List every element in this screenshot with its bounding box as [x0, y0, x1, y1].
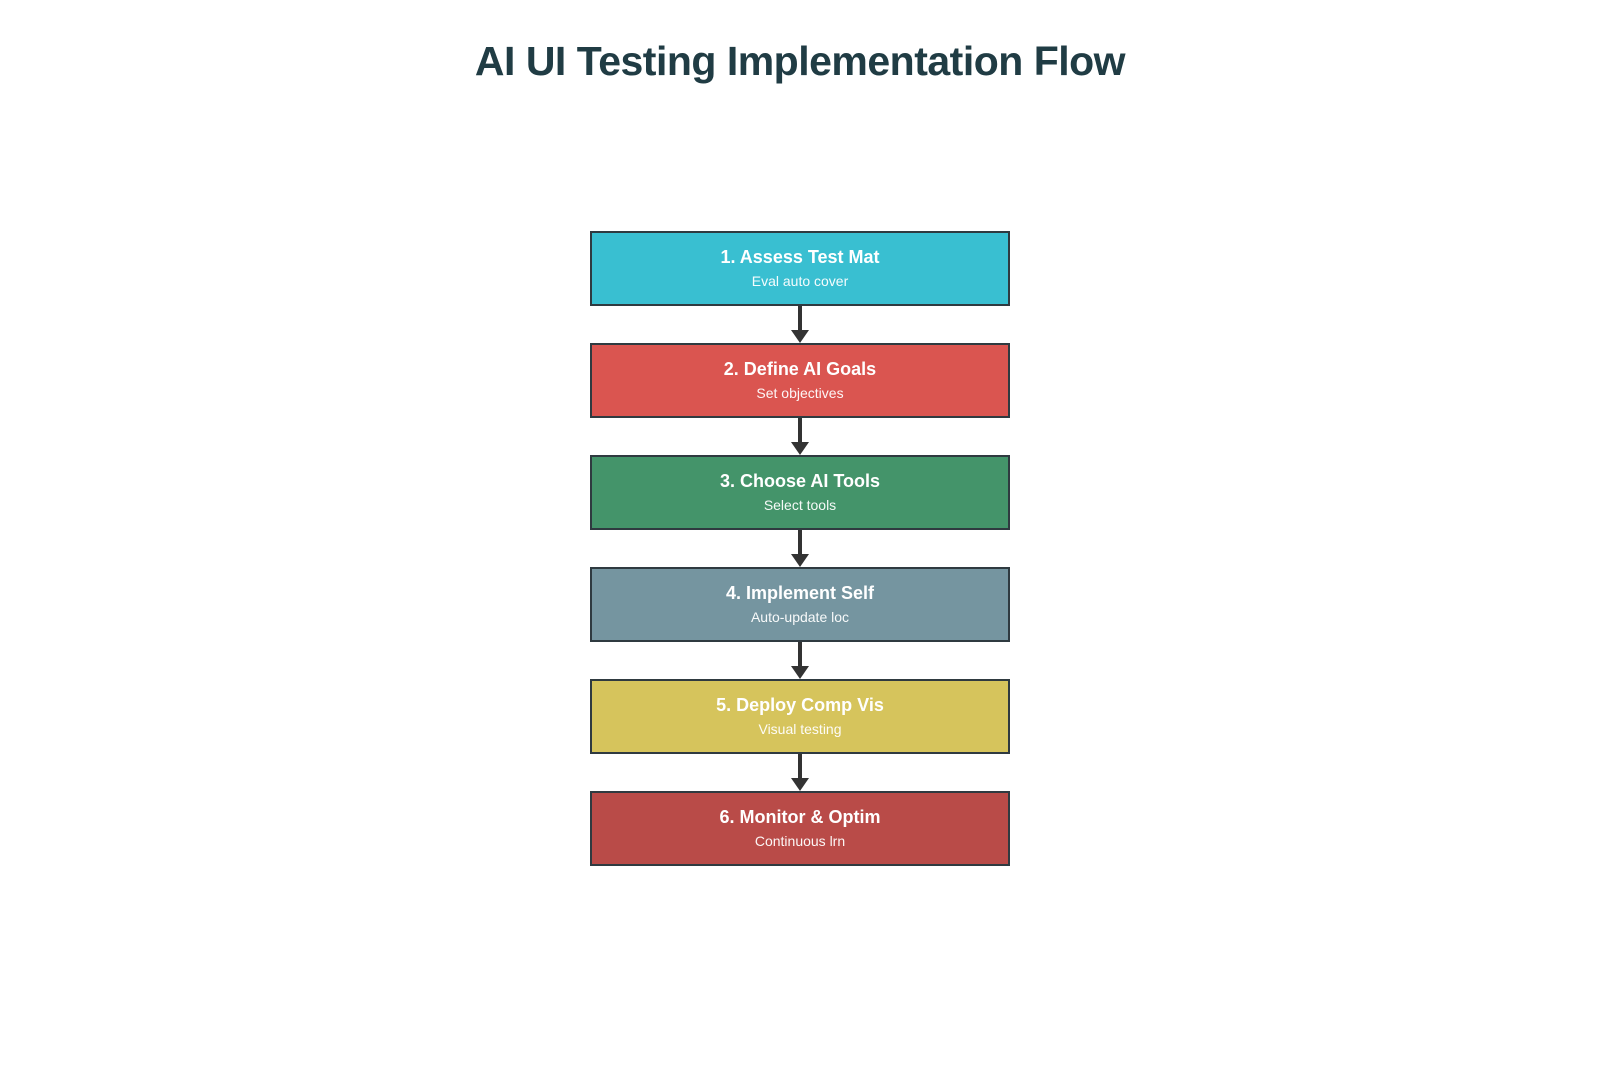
flow-arrow-3-4 [590, 530, 1010, 567]
step-title: 5. Deploy Comp Vis [716, 694, 884, 715]
step-subtitle: Visual testing [758, 721, 842, 738]
step-title: 4. Implement Self [725, 582, 875, 603]
step-subtitle: Select tools [763, 497, 837, 514]
arrow-line [798, 418, 802, 443]
flow-arrow-4-5 [590, 642, 1010, 679]
arrow-head-icon [791, 666, 809, 679]
flow-arrow-2-3 [590, 418, 1010, 455]
arrow-line [798, 642, 802, 667]
arrow-line [798, 306, 802, 331]
step-subtitle: Auto-update loc [750, 609, 850, 626]
flow-arrow-5-6 [590, 754, 1010, 791]
flow-step-1: 1. Assess Test Mat Eval auto cover [590, 231, 1010, 306]
arrow-head-icon [791, 778, 809, 791]
arrow-line [798, 754, 802, 779]
flow-column: 1. Assess Test Mat Eval auto cover 2. De… [590, 231, 1010, 866]
step-title: 6. Monitor & Optim [719, 806, 881, 827]
flow-step-5: 5. Deploy Comp Vis Visual testing [590, 679, 1010, 754]
step-title: 3. Choose AI Tools [719, 470, 880, 491]
step-subtitle: Continuous lrn [754, 833, 846, 850]
step-title: 1. Assess Test Mat [720, 246, 880, 267]
flow-step-6: 6. Monitor & Optim Continuous lrn [590, 791, 1010, 866]
diagram-title: AI UI Testing Implementation Flow [474, 38, 1126, 84]
flow-step-3: 3. Choose AI Tools Select tools [590, 455, 1010, 530]
step-subtitle: Set objectives [756, 385, 844, 402]
step-title: 2. Define AI Goals [723, 358, 877, 379]
arrow-line [798, 530, 802, 555]
flow-arrow-1-2 [590, 306, 1010, 343]
arrow-head-icon [791, 442, 809, 455]
arrow-head-icon [791, 554, 809, 567]
step-subtitle: Eval auto cover [751, 273, 849, 290]
flow-step-2: 2. Define AI Goals Set objectives [590, 343, 1010, 418]
flow-step-4: 4. Implement Self Auto-update loc [590, 567, 1010, 642]
arrow-head-icon [791, 330, 809, 343]
